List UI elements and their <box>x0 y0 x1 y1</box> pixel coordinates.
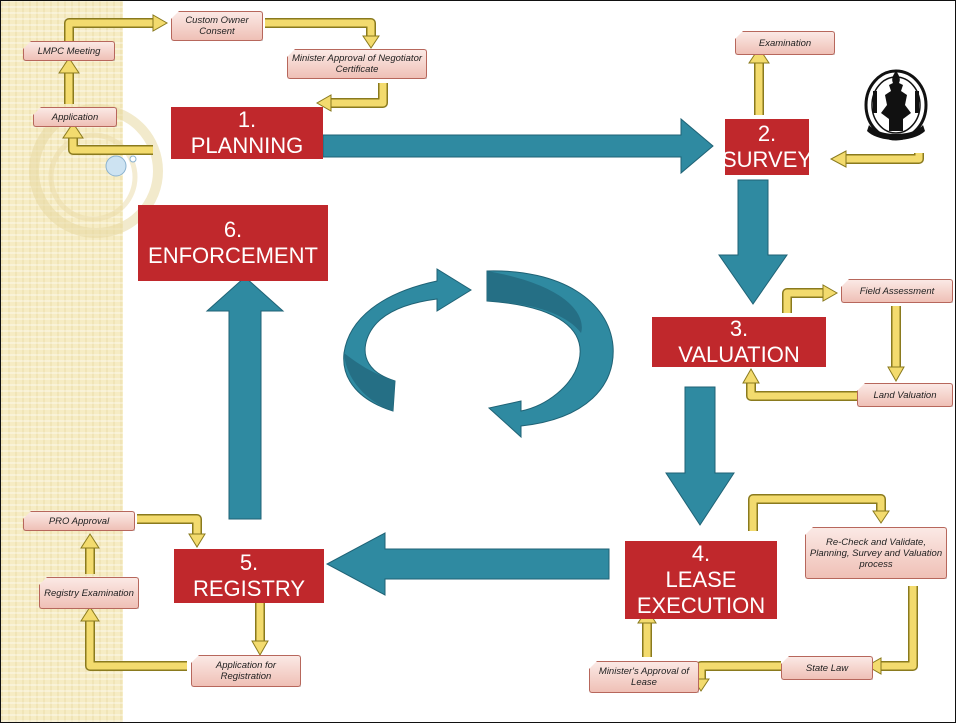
step-custom-owner-consent: Custom Owner Consent <box>171 11 263 41</box>
step-examination: Examination <box>735 31 835 55</box>
step-lmpc-meeting: LMPC Meeting <box>23 41 115 61</box>
stage-survey-label: SURVEY <box>721 147 813 172</box>
stage-lease-label2: EXECUTION <box>636 593 766 618</box>
coat-of-arms-icon <box>864 69 928 141</box>
stage-valuation-label: VALUATION <box>678 342 800 367</box>
flow-arrow-registry-enforcement <box>205 276 285 520</box>
step-ministers-approval-lease: Minister's Approval of Lease <box>589 661 699 693</box>
flow-arrow-survey-valuation <box>718 179 788 305</box>
stage-valuation-number: 3. <box>729 316 749 341</box>
stage-survey: 2. SURVEY <box>721 119 813 175</box>
step-application: Application <box>33 107 117 127</box>
flow-arrow-lease-registry <box>325 532 610 596</box>
stage-registry: 5. REGISTRY <box>174 549 324 603</box>
stage-valuation: 3. VALUATION <box>652 316 826 367</box>
flow-arrow-planning-survey <box>322 117 714 175</box>
stage-enforcement-label: ENFORCEMENT <box>148 243 318 268</box>
stage-registry-label: REGISTRY <box>192 576 306 601</box>
flow-arrow-valuation-lease <box>665 386 735 526</box>
stage-registry-number: 5. <box>239 550 259 575</box>
step-pro-approval: PRO Approval <box>23 511 135 531</box>
stage-enforcement: 6. ENFORCEMENT <box>138 205 328 281</box>
step-minister-approval-negotiator: Minister Approval of Negotiator Certific… <box>287 49 427 79</box>
stage-planning-number: 1. <box>237 107 257 132</box>
stage-survey-number: 2. <box>757 121 777 146</box>
stage-lease-execution: 4. LEASE EXECUTION <box>625 541 777 619</box>
step-recheck-validate: Re-Check and Validate, Planning, Survey … <box>805 527 947 579</box>
stage-lease-label: LEASE <box>665 567 737 592</box>
step-application-registration: Application for Registration <box>191 655 301 687</box>
step-field-assessment: Field Assessment <box>841 279 953 303</box>
cycle-arrows-icon <box>343 268 614 439</box>
step-land-valuation: Land Valuation <box>857 383 953 407</box>
stage-enforcement-number: 6. <box>223 217 243 242</box>
step-state-law: State Law <box>781 656 873 680</box>
stage-planning-label: PLANNING <box>190 133 304 158</box>
step-registry-examination: Registry Examination <box>39 577 139 609</box>
stage-lease-number: 4. <box>691 541 711 566</box>
stage-planning: 1. PLANNING <box>171 107 323 159</box>
